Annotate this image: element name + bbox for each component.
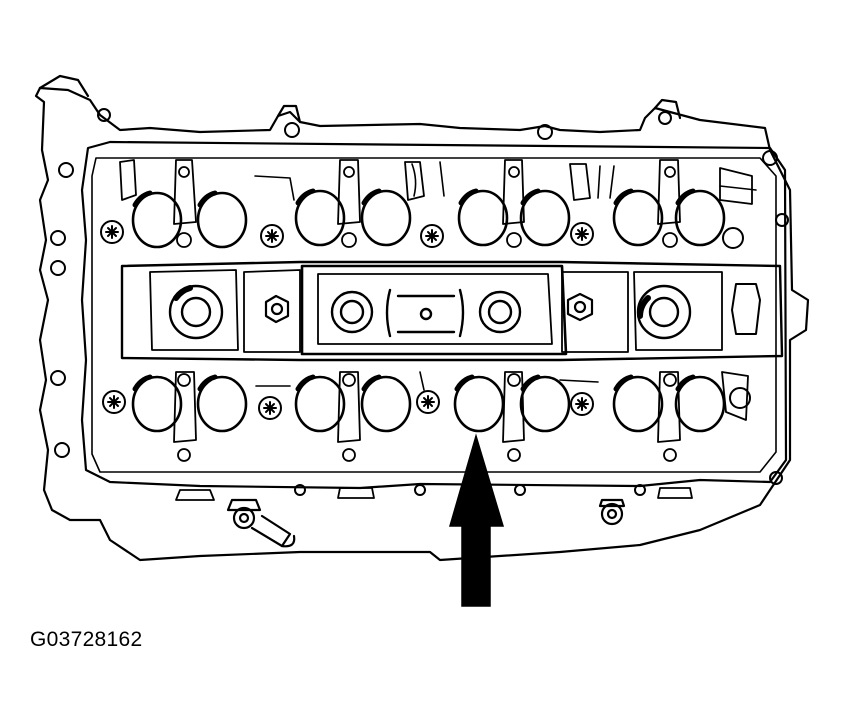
tower-bolt-holes (176, 166, 678, 462)
lower-tappet-shading (132, 374, 696, 392)
center-cap-bolts (330, 288, 522, 338)
lower-star-bolts (102, 387, 751, 420)
right-end-plug (731, 283, 761, 335)
hex-bolts (264, 292, 594, 324)
right-bottom-bolt (598, 498, 626, 526)
upper-star-bolts (100, 220, 744, 249)
center-rail-inner (149, 269, 239, 351)
center-rail-block-left (243, 269, 301, 353)
left-ear (38, 74, 90, 98)
inner-gasket-rim-inner (91, 157, 777, 473)
coolant-pipe-fitting (226, 498, 296, 548)
center-bearing-rail (120, 260, 784, 362)
upper-valve-tappets (131, 189, 726, 249)
upper-detail-lines (254, 161, 757, 391)
outer-housing-outline (34, 86, 810, 562)
bottom-bosses (175, 487, 693, 501)
top-mid-tab (276, 104, 302, 124)
right-ear (653, 98, 682, 120)
center-rail-inner-right (633, 271, 723, 351)
center-cap-plate-inner (317, 273, 553, 345)
lower-valve-tappets (131, 375, 726, 433)
center-rail-block-right (561, 271, 629, 353)
figure-id-label: G03728162 (30, 628, 143, 651)
end-camshaft-journals (168, 284, 692, 340)
outer-mounting-holes (50, 108, 789, 496)
indicator-arrow (449, 433, 505, 607)
center-cap-plate (300, 264, 568, 356)
journal-shading (173, 285, 651, 319)
upper-tappet-shading (132, 188, 696, 208)
